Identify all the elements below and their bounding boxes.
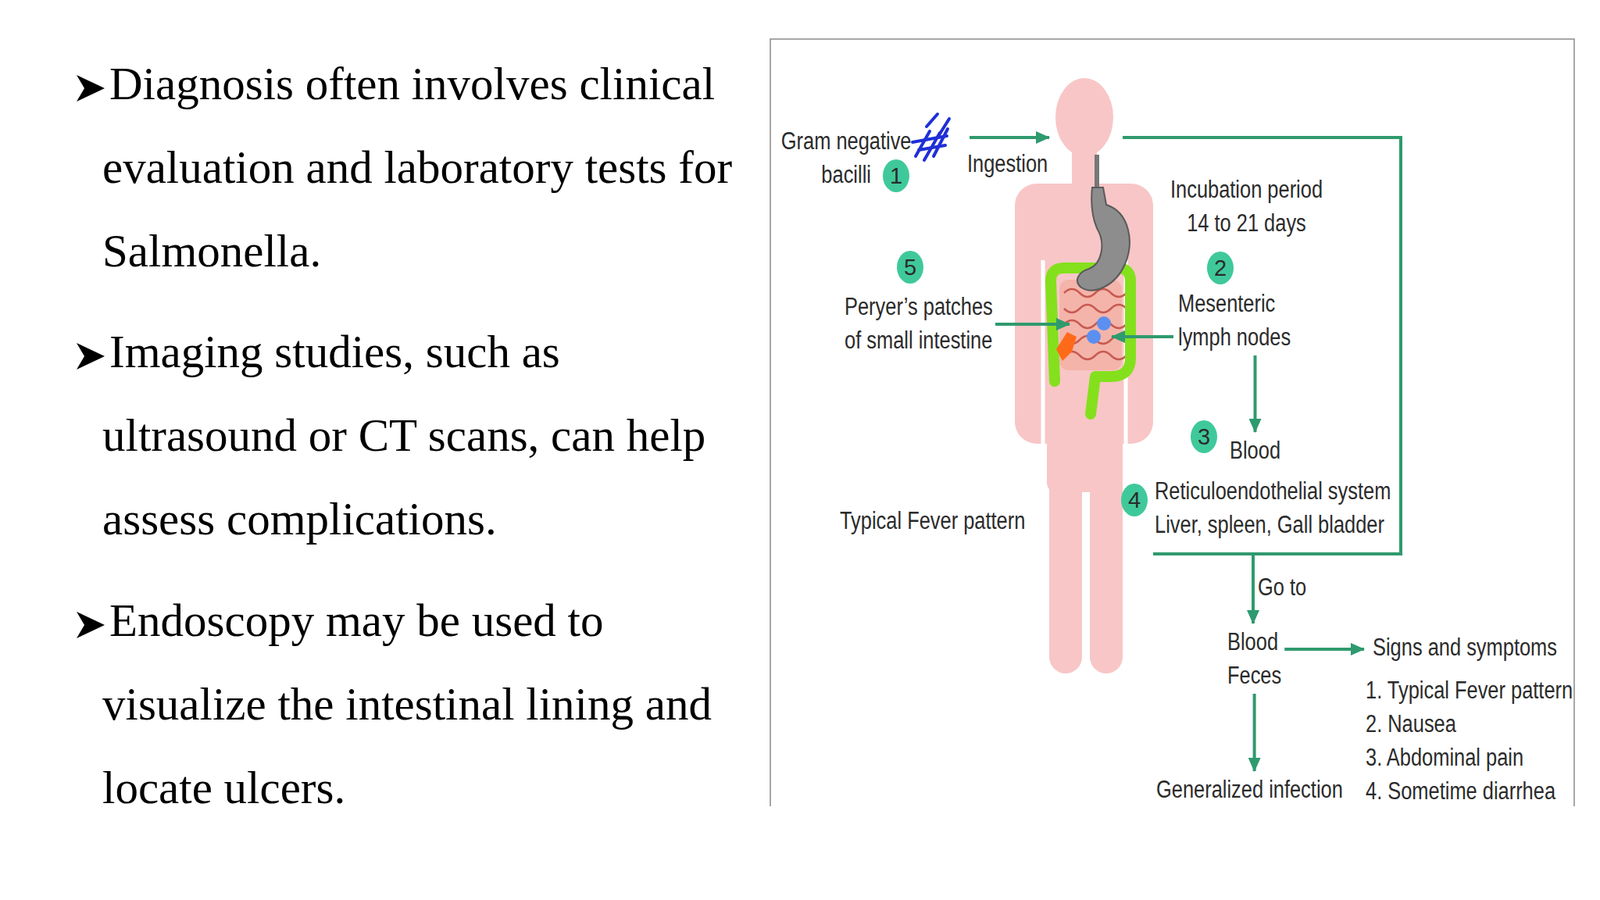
- bullet-marker: [76, 611, 105, 639]
- flow-step: Mesenteric lymph nodes: [1178, 286, 1300, 354]
- flow-arrow: [1284, 647, 1365, 651]
- node-text: Generalized infection: [1156, 772, 1343, 807]
- callout-fill: [1207, 251, 1234, 285]
- node-text: Gram negative bacilli: [777, 124, 915, 192]
- lymph-node: [1096, 316, 1111, 331]
- pointer-arrow: [1111, 335, 1174, 339]
- bullet-text: Endoscopy may be used to visualize the i…: [102, 578, 751, 830]
- callout-fill: [882, 159, 910, 193]
- node-text: Mesenteric lymph nodes: [1178, 286, 1300, 354]
- diagram-label: Typical Fever pattern: [839, 503, 1025, 538]
- callout-number: 2: [1214, 251, 1227, 285]
- bullet-text: Diagnosis often involves clinical evalua…: [102, 42, 751, 293]
- peyers-patch: [1056, 332, 1077, 361]
- flow-step: Gram negative bacilli: [777, 124, 915, 192]
- bacilli-icon: [912, 114, 950, 161]
- flow-step: Reticuloendothelial systemLiver, spleen,…: [1154, 474, 1391, 542]
- bacillus: [937, 118, 950, 138]
- body-torso: [1014, 183, 1154, 444]
- bacillus: [912, 135, 947, 143]
- node-text: Blood: [1229, 433, 1281, 468]
- intestine-loops: [1064, 289, 1127, 360]
- node-text: Peryer’s patches of small intestine: [844, 289, 999, 358]
- callout-circle: 2: [1207, 251, 1234, 285]
- flow-step: Peryer’s patches of small intestine: [844, 289, 999, 358]
- stomach: [1077, 187, 1130, 290]
- node-text: Blood: [1227, 625, 1282, 659]
- diagram-label: Incubation period 14 to 21 days: [1166, 172, 1327, 240]
- callout-number: 1: [889, 159, 903, 193]
- flow-step: BloodFeces: [1227, 625, 1282, 693]
- node-text: Feces: [1227, 658, 1282, 693]
- arm-gap: [1041, 260, 1046, 446]
- bacillus: [926, 114, 938, 127]
- callout-fill: [896, 250, 924, 284]
- body-leg: [1049, 437, 1083, 674]
- node-text: 3. Abdominal pain: [1365, 740, 1573, 775]
- callout-circle: 1: [882, 159, 910, 193]
- bullet-text: Imaging studies, such as ultrasound or C…: [102, 310, 751, 561]
- circulation-line: [1122, 137, 1401, 554]
- node-text: Liver, spleen, Gall bladder: [1154, 507, 1391, 542]
- flow-step: Generalized infection: [1156, 772, 1343, 807]
- flow-arrow: [1253, 355, 1258, 433]
- callout-number: 3: [1197, 420, 1211, 454]
- callout-number: 4: [1128, 483, 1141, 517]
- callout-fill: [1190, 420, 1218, 454]
- node-text: 4. Sometime diarrhea: [1365, 774, 1573, 808]
- callout-fill: [1121, 483, 1148, 517]
- body-leg: [1089, 437, 1123, 674]
- callout-circle: 4: [1121, 483, 1148, 517]
- node-text: Signs and symptoms: [1372, 630, 1573, 665]
- go-to-arrow: [1251, 553, 1255, 624]
- panel-border: [770, 39, 1575, 807]
- callout-circle: 5: [896, 250, 924, 284]
- diagram-label: Ingestion: [967, 146, 1048, 181]
- flow-arrow: [1253, 693, 1257, 772]
- diagram-label: Go to: [1257, 570, 1307, 604]
- callout-number: 5: [903, 250, 917, 284]
- bacillus: [918, 145, 946, 150]
- lymph-node: [1086, 329, 1101, 344]
- bullet-marker: [76, 342, 105, 370]
- node-text: Reticuloendothelial system: [1154, 474, 1391, 508]
- pointer-arrow: [995, 322, 1070, 326]
- node-text: 2. Nausea: [1365, 707, 1573, 741]
- ingestion-arrow: [969, 135, 1050, 140]
- bullet-marker: [76, 75, 105, 102]
- esophagus: [1094, 154, 1100, 193]
- body-head: [1055, 78, 1114, 157]
- flow-step: Blood: [1229, 433, 1281, 468]
- flow-step: Signs and symptoms 1. Typical Fever patte…: [1365, 630, 1573, 808]
- node-text: 1. Typical Fever pattern: [1365, 673, 1573, 708]
- callout-circle: 3: [1190, 420, 1218, 454]
